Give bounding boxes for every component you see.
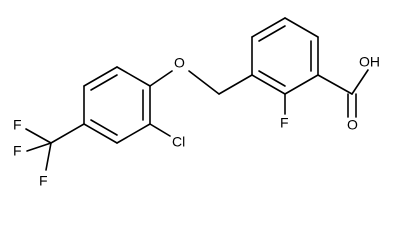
carbonyl-oxygen-label: O [347,117,358,133]
cf3-fluorine-top-label: F [13,117,22,133]
hydroxyl-label: OH [359,54,380,70]
chemical-structure: O OH O F Cl F F F [13,17,380,189]
carboxylic-acid-group [317,69,369,118]
chlorine-label: Cl [172,134,185,150]
benzoic-ring [251,17,319,95]
chloro-bond [149,123,171,137]
ring-fluorine-label: F [280,115,289,131]
phenoxy-ring [83,66,151,144]
cf3-fluorine-bottom-label: F [39,173,48,189]
ether-oxygen-label: O [174,55,185,71]
cf3-fluorine-left-label: F [13,143,22,159]
trifluoromethyl-group [25,123,85,171]
methyleneoxy-linker [149,70,253,95]
